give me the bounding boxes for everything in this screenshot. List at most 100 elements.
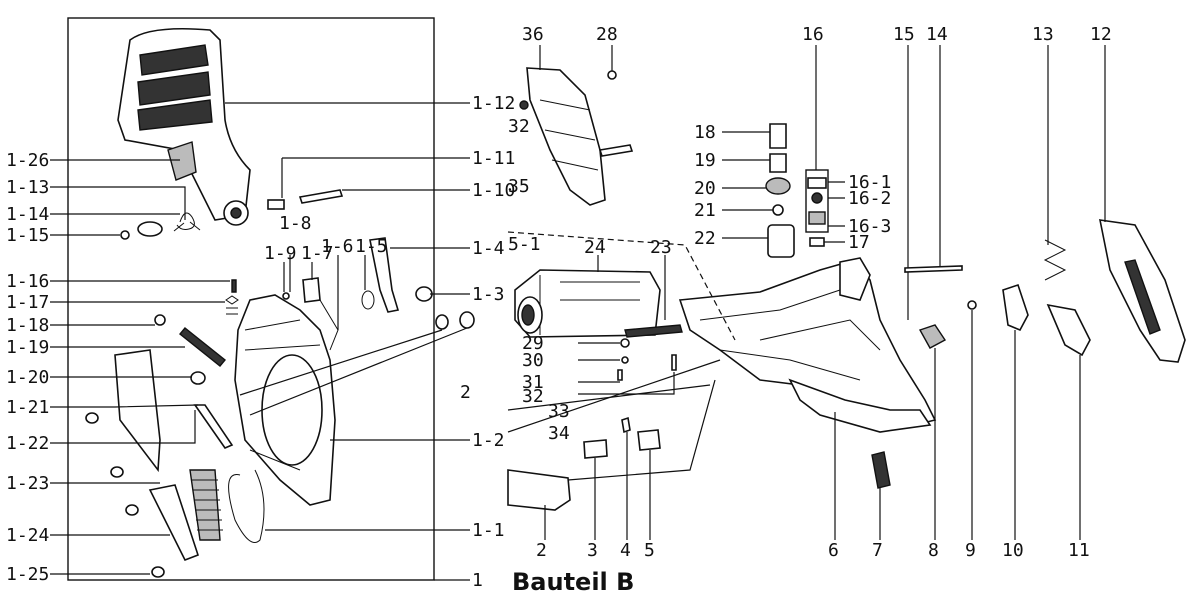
callout-6: 6 [828,540,839,561]
callout-1-22: 1-22 [6,433,49,454]
screw-head-part [154,314,166,326]
callout-1-16: 1-16 [6,271,49,292]
callout-1-12: 1-12 [472,93,515,114]
callout-5: 5 [644,540,655,561]
callout-9: 9 [965,540,976,561]
callout-1-14: 1-14 [6,204,49,225]
callout-8: 8 [928,540,939,561]
callout-1-1: 1-1 [472,520,505,541]
adjuster-rod-part [179,327,226,367]
callout-31: 31 [522,372,544,393]
callout-1-18: 1-18 [6,315,49,336]
callout-1-23: 1-23 [6,473,49,494]
brush-part [769,123,787,149]
callout-30: 30 [522,350,544,371]
clip-part [361,290,375,310]
spring-part [173,212,201,232]
callout-1-19: 1-19 [6,337,49,358]
part-9 [967,300,977,310]
chain-plate-part [114,349,161,473]
callout-16-2: 16-2 [848,188,891,209]
pin-part [267,199,285,210]
callout-16: 16 [802,24,824,45]
callout-1-9: 1-9 [264,243,297,264]
callout-1-15: 1-15 [6,225,49,246]
hand-guard-part [117,27,251,221]
guard-piece-part [526,67,606,206]
screw-28-part [607,70,617,80]
callout-1-7: 1-7 [301,243,334,264]
washer-part [137,221,163,237]
screw-part [298,189,344,204]
callout-23: 23 [650,237,672,258]
callout-7: 7 [872,540,883,561]
screw-32-part [671,354,677,371]
callout-36: 36 [522,24,544,45]
callout-1-6: 1-6 [321,236,354,257]
part-4 [621,416,631,434]
spring-small-part [225,295,239,315]
callout-13: 13 [1032,24,1054,45]
callout-1-2: 1-2 [472,430,505,451]
callout-19: 19 [694,150,716,171]
callout-1-11: 1-11 [472,148,515,169]
callout-20: 20 [694,178,716,199]
bracket-part [148,484,199,562]
washer-small-part [435,314,449,330]
right-assembly [507,45,1186,540]
pin-tiny-part [282,292,290,300]
callout-16-3: 16-3 [848,216,891,237]
screw-31-part [617,369,623,381]
part-3 [583,439,608,459]
bolt-part-3 [125,504,139,516]
coil-spring-part [189,469,221,541]
part-16-1 [807,177,827,189]
callout-1-21: 1-21 [6,397,49,418]
rod-14-part [904,265,963,273]
part-8 [918,324,947,349]
callout-1-3: 1-3 [472,284,505,305]
callout-35: 35 [508,176,530,197]
callout-1-4: 1-4 [472,238,505,259]
grip-part [507,469,571,511]
callout-33: 33 [548,401,570,422]
nut-part [120,230,130,240]
bushing-part [415,286,433,302]
callout-1-10: 1-10 [472,180,515,201]
pivot-part [302,277,321,303]
callout-32-top: 32 [508,116,530,137]
strip-part [624,324,683,338]
stud-part [190,371,206,385]
callout-1-8: 1-8 [279,213,312,234]
callout-14: 14 [926,24,948,45]
callout-12: 12 [1090,24,1112,45]
callout-1-24: 1-24 [6,525,49,546]
callout-3: 3 [587,540,598,561]
callout-10: 10 [1002,540,1024,561]
bolt-part [85,412,99,424]
callout-5-1: 5-1 [508,234,541,255]
part-17 [809,237,825,247]
screw-35-part [598,144,634,157]
callout-2-left: 2 [460,382,471,403]
callout-11: 11 [1068,540,1090,561]
motor-part [767,224,795,258]
callout-2: 2 [536,540,547,561]
callout-1-25: 1-25 [6,564,49,585]
part-11 [1046,303,1091,357]
ring-21-part [772,204,784,216]
callout-24: 24 [584,237,606,258]
callout-15: 15 [893,24,915,45]
assembly-frame [67,17,435,581]
callout-29: 29 [522,333,544,354]
right-callouts: 36 28 16 15 14 13 12 32 18 19 35 16-1 20… [508,24,1112,561]
bolt-part-4 [151,566,165,578]
callout-4: 4 [620,540,631,561]
pin-small-part [231,279,237,293]
callout-1-26: 1-26 [6,150,49,171]
screw-29-part [620,338,630,348]
bolt-part-2 [110,466,124,478]
callout-1-17: 1-17 [6,292,49,313]
callout-16-1: 16-1 [848,172,891,193]
